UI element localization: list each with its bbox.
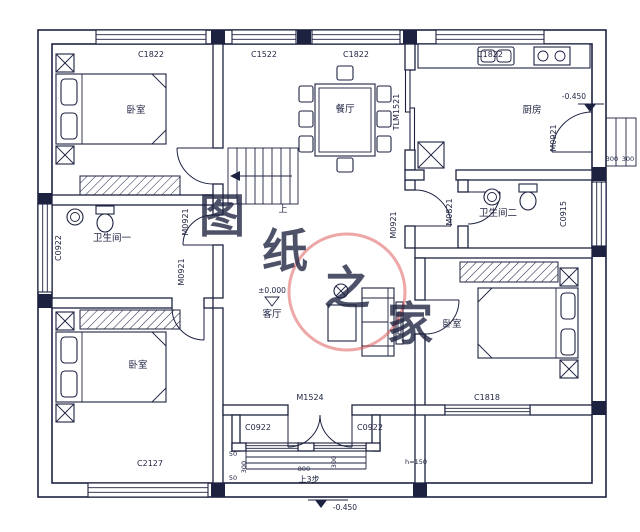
dim-label: 300 bbox=[240, 461, 248, 473]
wardrobe-icon bbox=[79, 175, 181, 196]
room-label-living: 客厅 bbox=[262, 308, 282, 320]
sink-icon bbox=[477, 46, 515, 66]
room-label-bedroom-br: 卧室 bbox=[442, 318, 461, 330]
level-marker-icon bbox=[308, 499, 348, 508]
level-label-outdoor-front: -0.450 bbox=[333, 503, 357, 512]
window-label: C1522 bbox=[251, 50, 277, 59]
door-label-sliding: TLM1521 bbox=[392, 94, 401, 132]
window-label-c1818: C1818 bbox=[474, 393, 500, 402]
window-icon bbox=[444, 404, 531, 416]
window-label: C1822 bbox=[343, 50, 369, 59]
fridge-icon bbox=[417, 141, 445, 169]
door-arc bbox=[414, 189, 452, 227]
room-label-kitchen: 厨房 bbox=[522, 104, 541, 116]
stove-icon bbox=[533, 46, 571, 66]
room-label-dining: 餐厅 bbox=[335, 103, 355, 115]
double-door-arc bbox=[287, 414, 353, 448]
steps-icon bbox=[605, 117, 637, 167]
door-label-kitchen-side: M0921 bbox=[549, 124, 558, 151]
kitchen-counter-icon bbox=[417, 43, 591, 69]
dim-label: 50 bbox=[229, 474, 237, 482]
door-label-hall: M0921 bbox=[389, 211, 398, 238]
watermark-stamp: 图 纸 之 家 bbox=[199, 189, 433, 352]
window-icon bbox=[245, 442, 299, 452]
window-label-left: C0922 bbox=[54, 235, 63, 261]
bed-icon bbox=[55, 311, 167, 423]
level-marker-icon bbox=[264, 296, 280, 307]
room-label-bathroom-two: 卫生间二 bbox=[479, 207, 517, 219]
dim-label: 50 bbox=[229, 450, 237, 458]
wardrobe-icon bbox=[79, 309, 181, 330]
columns bbox=[38, 30, 606, 497]
sliding-door-icon bbox=[404, 69, 416, 151]
interior-walls bbox=[51, 43, 593, 484]
sink-icon bbox=[483, 188, 501, 206]
window-icon bbox=[37, 203, 53, 293]
dim-label: 300 bbox=[606, 155, 618, 163]
sink-icon bbox=[66, 208, 84, 226]
level-label-indoor: ±0.000 bbox=[258, 286, 286, 295]
dim-label: 300 bbox=[622, 155, 634, 163]
watermark-char: 之 bbox=[324, 261, 370, 315]
window-label-right: C0915 bbox=[559, 201, 568, 227]
window-label-porch-right: C0922 bbox=[357, 423, 383, 432]
steps-icon bbox=[245, 451, 367, 470]
window-icon bbox=[313, 442, 367, 452]
window-icon bbox=[311, 29, 401, 45]
doors-layer bbox=[171, 69, 593, 448]
dining-table-icon bbox=[298, 65, 392, 173]
watermark-char: 图 bbox=[199, 189, 245, 243]
window-label: C1822 bbox=[138, 50, 164, 59]
wardrobe-icon bbox=[459, 261, 559, 283]
dim-label: h=150 bbox=[405, 458, 427, 466]
door-arc bbox=[551, 111, 593, 153]
level-label-outdoor-right: -0.450 bbox=[562, 92, 586, 101]
watermark-char: 纸 bbox=[262, 224, 308, 278]
window-icon bbox=[231, 29, 297, 45]
watermark-char: 家 bbox=[387, 297, 433, 351]
labels: C1822 C1522 C1822 C1822 卧室 餐厅 厨房 TLM1521… bbox=[54, 50, 634, 512]
window-icon bbox=[87, 482, 209, 498]
bed-icon bbox=[477, 267, 579, 379]
window-icon bbox=[435, 29, 545, 45]
window-icon bbox=[95, 29, 207, 45]
room-label-bedroom-bl: 卧室 bbox=[128, 359, 147, 371]
room-label-bedroom-tl: 卧室 bbox=[126, 104, 145, 116]
window-icon bbox=[591, 181, 607, 247]
door-arc bbox=[182, 214, 214, 246]
coffee-table-icon bbox=[327, 304, 357, 342]
entry-steps-label: 上3步 bbox=[298, 475, 319, 484]
stairs-icon bbox=[227, 147, 299, 205]
windows-layer bbox=[37, 29, 607, 498]
door-label-bedroom-bl: M0921 bbox=[177, 258, 186, 285]
room-label-bathroom-one: 卫生间一 bbox=[93, 232, 132, 244]
window-label-porch-left: C0922 bbox=[245, 423, 271, 432]
bed-icon bbox=[55, 53, 167, 165]
stairs-up-label: 上 bbox=[278, 204, 287, 215]
plant-icon bbox=[333, 283, 349, 299]
level-marker-icon bbox=[578, 103, 604, 112]
sofa-icon bbox=[361, 287, 395, 357]
toilet-icon bbox=[95, 205, 115, 233]
toilet-icon bbox=[518, 183, 538, 211]
dim-label: 800 bbox=[298, 465, 310, 473]
door-arc bbox=[176, 147, 214, 185]
window-label-c2127: C2127 bbox=[137, 459, 163, 468]
door-label-bath1: M0921 bbox=[181, 208, 190, 235]
door-label-bath2: M0821 bbox=[445, 198, 454, 225]
door-label-entry: M1524 bbox=[296, 393, 323, 402]
window-label: C1822 bbox=[477, 50, 503, 59]
dim-label: 300 bbox=[330, 456, 338, 468]
door-arc bbox=[424, 299, 460, 335]
